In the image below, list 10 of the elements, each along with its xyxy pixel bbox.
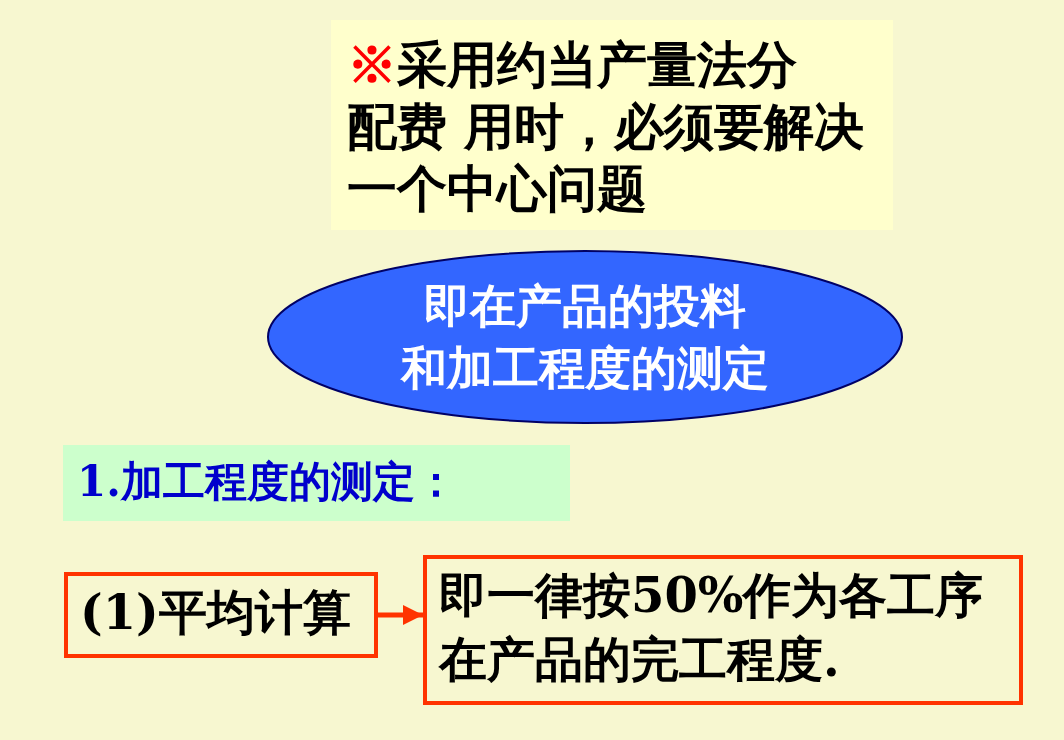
node-text: (1)平均计算 <box>80 583 352 642</box>
heading-box <box>63 445 570 521</box>
node-text: 即在产品的投料和加工程度的测定 <box>399 278 770 397</box>
node-text: ※采用约当产量法分配费 用时，必须要解决一个中心问题 <box>347 34 866 220</box>
text-box <box>423 555 1023 705</box>
topic-ellipse <box>266 249 904 425</box>
node-text: 1.加工程度的测定： <box>77 456 458 508</box>
arrow <box>378 605 423 625</box>
node-text: 即一律按50%作为各工序在产品的完工程度. <box>439 566 985 689</box>
text-box <box>64 572 378 658</box>
